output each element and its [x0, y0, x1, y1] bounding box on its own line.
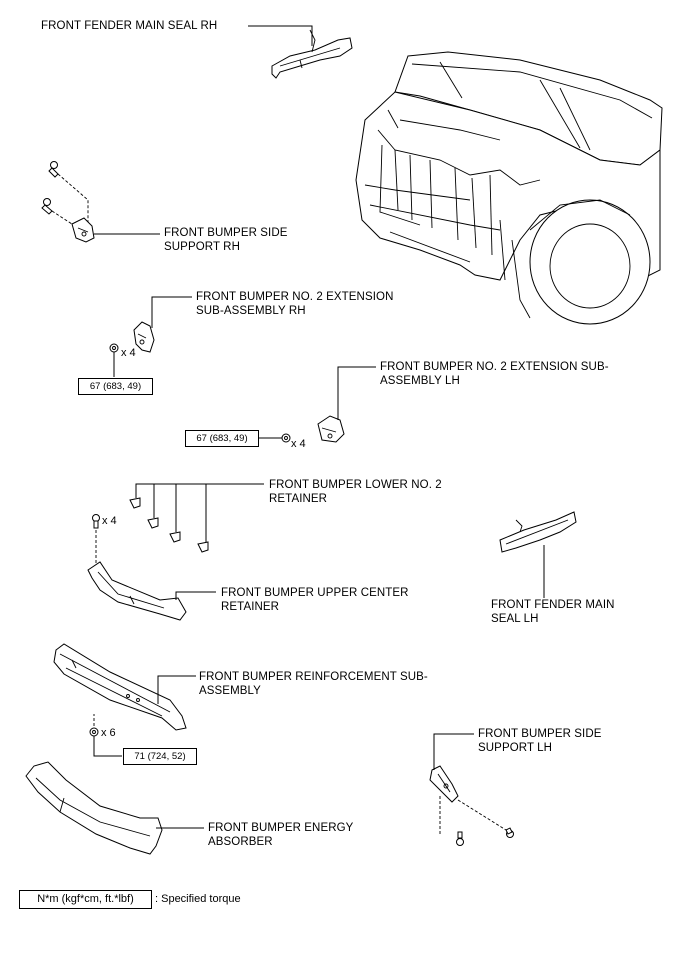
- torque-box-extension-lh: 67 (683, 49): [185, 430, 259, 447]
- fender-seal-lh-part: [499, 511, 577, 553]
- upper-center-retainer-part: [87, 561, 187, 621]
- extension-rh-leader: [151, 296, 192, 328]
- extension-lh-leader: [337, 366, 376, 420]
- label-fender-seal-rh: FRONT FENDER MAIN SEAL RH: [41, 20, 218, 32]
- extension-rh-part: [109, 321, 155, 353]
- qty-extension-lh-nuts: x 4: [291, 438, 306, 450]
- side-support-lh-part: [429, 765, 514, 846]
- vehicle-front-illustration: [355, 51, 663, 325]
- label-reinforcement: FRONT BUMPER REINFORCEMENT SUB-ASSEMBLY: [199, 671, 428, 697]
- qty-extension-rh-nuts: x 4: [121, 347, 136, 359]
- legend-description: : Specified torque: [155, 893, 241, 905]
- lower-retainer-clips: [129, 497, 209, 553]
- reinforcement-torque-leader: [93, 736, 122, 757]
- qty-retainer-clips: x 4: [102, 515, 117, 527]
- extension-lh-part: [281, 415, 345, 443]
- retainer-screw: [92, 514, 100, 529]
- side-support-rh-part: [41, 161, 95, 243]
- upper-center-retainer-leader: [175, 591, 216, 600]
- reinforcement-part: [53, 643, 187, 737]
- side-support-lh-guide-2: [457, 799, 507, 831]
- energy-absorber-part: [25, 761, 163, 855]
- label-extension-lh: FRONT BUMPER NO. 2 EXTENSION SUB-ASSEMBL…: [380, 361, 609, 387]
- reinforcement-leader: [157, 675, 196, 704]
- qty-reinforcement-nuts: x 6: [101, 727, 116, 739]
- side-support-lh-leader: [433, 733, 474, 770]
- legend-unit-box: N*m (kgf*cm, ft.*lbf): [19, 890, 152, 909]
- torque-box-reinforcement: 71 (724, 52): [123, 748, 197, 765]
- torque-box-extension-rh: 67 (683, 49): [78, 378, 153, 395]
- fender-seal-rh-leader: [248, 25, 313, 46]
- lower-retainer-leader: [135, 483, 264, 542]
